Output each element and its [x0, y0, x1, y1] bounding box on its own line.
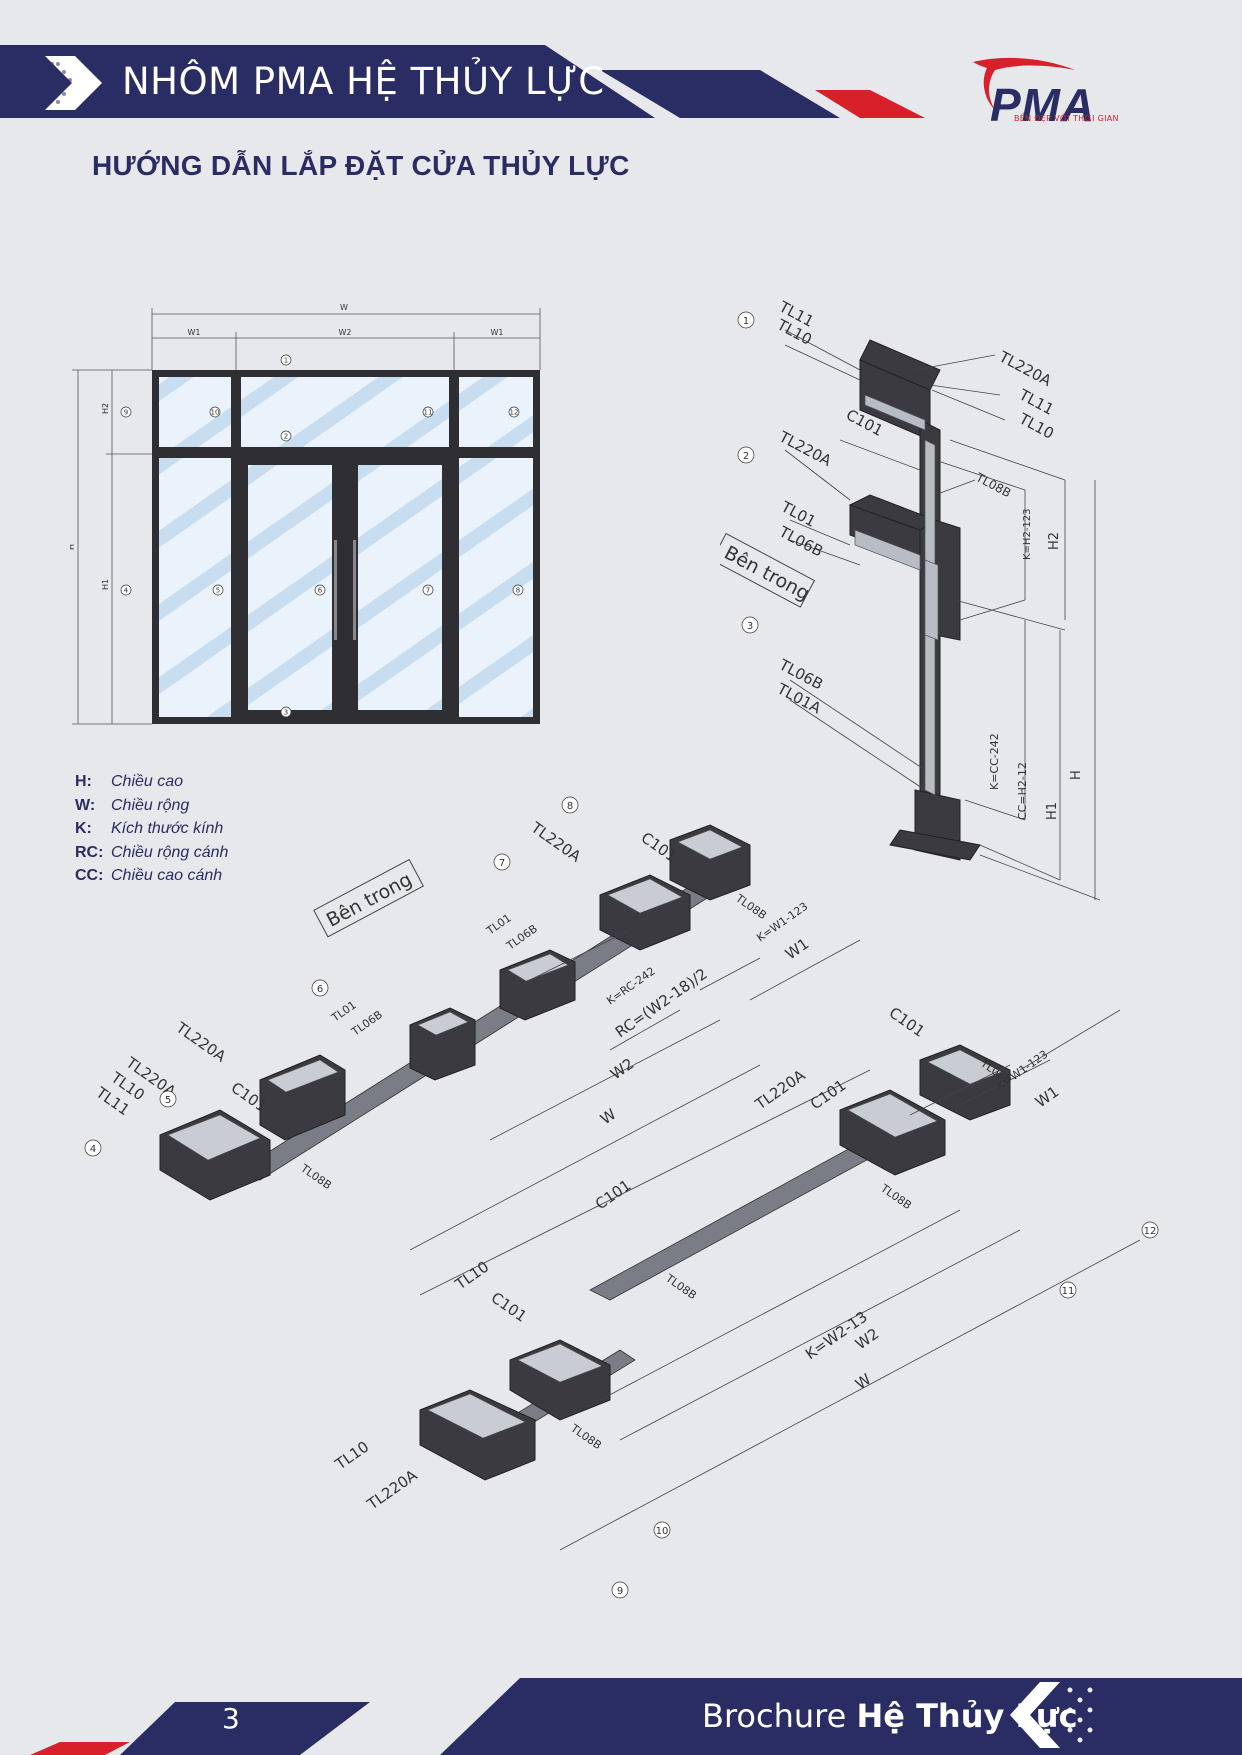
- dim-w1-left: W1: [188, 328, 201, 337]
- door-elevation: W W1 W2 W1 H H2 H1 1 2 3 9 10 11 12 4 5 …: [70, 303, 541, 725]
- label-tl220a: TL220A: [995, 347, 1055, 390]
- marker-4: 4: [124, 587, 129, 595]
- dim-w: W: [340, 303, 348, 312]
- dim-h1: H1: [101, 579, 110, 590]
- marker-9: 9: [124, 409, 128, 417]
- footer-band: [30, 1678, 1242, 1755]
- dim-h: H: [1069, 770, 1084, 780]
- section-marker-1: 1: [743, 316, 749, 327]
- iso-marker-6: 6: [317, 984, 323, 995]
- marker-8: 8: [516, 587, 520, 595]
- marker-3: 3: [284, 709, 288, 717]
- iso-label-tl220a: TL220A: [527, 818, 585, 866]
- logo-tagline: BỀN ĐẸP VỚI THỜI GIAN: [1014, 114, 1119, 123]
- bot-dim-w: W: [852, 1370, 875, 1393]
- marker-6: 6: [318, 587, 323, 595]
- legend-row: H:Chiều cao: [75, 773, 184, 790]
- bot-label-c101: C101: [886, 1004, 928, 1041]
- dim-k-cc: K=CC-242: [988, 733, 1001, 790]
- legend-row: CC:Chiều cao cánh: [75, 867, 223, 884]
- iso-ben-trong-badge: Bên trong: [313, 858, 424, 938]
- iso-label-tl220a: TL220A: [172, 1018, 230, 1066]
- dim-w1: W1: [782, 935, 812, 964]
- dim-h2: H2: [101, 403, 110, 414]
- iso-marker-8: 8: [567, 801, 573, 812]
- bot-label-tl10: TL10: [451, 1258, 492, 1294]
- iso-label-tl06b: TL06B: [503, 922, 539, 953]
- dim-k-h2: K=H2-123: [1022, 508, 1033, 560]
- marker-2: 2: [284, 433, 288, 441]
- bot-marker-12: 12: [1144, 1226, 1157, 1237]
- iso-marker-4: 4: [90, 1144, 96, 1155]
- label-tl08b: TL08B: [973, 470, 1014, 500]
- marker-12: 12: [510, 409, 519, 417]
- bot-label-c101: C101: [592, 1176, 634, 1213]
- iso-label-tl08b: TL08B: [732, 891, 768, 922]
- logo-text: PMA: [990, 79, 1096, 131]
- bot-marker-10: 10: [656, 1526, 669, 1537]
- section-marker-2: 2: [743, 451, 749, 462]
- bot-marker-11: 11: [1062, 1286, 1075, 1297]
- marker-11: 11: [424, 409, 433, 417]
- chevrons-icon: [45, 56, 102, 110]
- bot-label-tl08b: TL08B: [567, 1421, 603, 1452]
- bot-label-tl08b: TL08B: [877, 1181, 913, 1212]
- isometric-assembly-bottom: TL10 C101 TL10 TL220A TL08B C101 TL08B T…: [331, 990, 1159, 1599]
- dim-cc-h2: CC=H2-12: [1016, 762, 1029, 820]
- marker-10: 10: [211, 409, 220, 417]
- iso-label-tl220a: TL220A: [581, 780, 639, 784]
- bot-label-c101: C101: [488, 1289, 530, 1326]
- label-tl06b: TL06B: [775, 522, 826, 560]
- dim-w1-right: W1: [491, 328, 504, 337]
- bot-label-tl10: TL10: [856, 990, 897, 994]
- bot-label-tl10: TL10: [331, 1438, 372, 1474]
- bot-label-tl220a: TL220A: [363, 1466, 421, 1514]
- dim-w2: W2: [339, 328, 352, 337]
- footer-brochure: Brochure: [702, 1697, 847, 1735]
- page-number: 3: [222, 1702, 240, 1735]
- dim-h2: H2: [1047, 532, 1062, 550]
- iso-ben-trong-label: Bên trong: [323, 868, 416, 931]
- section-title: HƯỚNG DẪN LẮP ĐẶT CỬA THỦY LỰC: [92, 150, 630, 181]
- bot-dim-w1: W1: [1032, 1083, 1062, 1112]
- bot-marker-9: 9: [617, 1586, 623, 1597]
- header-title: NHÔM PMA HỆ THỦY LỰC: [122, 60, 605, 103]
- header-band: [0, 45, 925, 118]
- isometric-assembly-top: TL220A TL220A TL10 TL11 C101 TL08B TL01 …: [84, 780, 871, 1296]
- legend: H:Chiều cao W:Chiều rộng K:Kích thước kí…: [75, 770, 228, 888]
- marker-7: 7: [426, 587, 430, 595]
- dim-h1: H1: [1045, 802, 1060, 820]
- legend-row: K:Kích thước kính: [75, 820, 224, 837]
- iso-marker-5: 5: [165, 1095, 171, 1106]
- bot-label-c101: C101: [807, 1076, 849, 1113]
- label-tl220a: TL220A: [775, 427, 835, 470]
- ben-trong-label: Bên trong: [720, 542, 813, 605]
- iso-label-tl01: TL01: [483, 911, 513, 938]
- section-marker-3: 3: [747, 621, 753, 632]
- footer-title: Brochure Hệ Thủy Lực: [702, 1697, 1078, 1735]
- legend-row: RC:Chiều rộng cánh: [75, 843, 229, 861]
- bot-label-tl220a: TL220A: [751, 1066, 809, 1114]
- logo-swoosh-icon: [973, 57, 1075, 110]
- dim-h: H: [70, 544, 76, 550]
- footer-product: Hệ Thủy Lực: [856, 1697, 1078, 1735]
- bot-label-tl08b: TL08B: [662, 1271, 698, 1302]
- vertical-section-drawing: 1 2 3 TL11 TL10 TL220A TL11 TL10 C101 TL…: [720, 300, 1100, 901]
- footer-chevrons-icon: [1010, 1682, 1060, 1748]
- iso-marker-7: 7: [499, 858, 505, 869]
- marker-1: 1: [284, 357, 288, 365]
- legend-row: W:Chiều rộng: [75, 796, 190, 814]
- marker-5: 5: [216, 587, 220, 595]
